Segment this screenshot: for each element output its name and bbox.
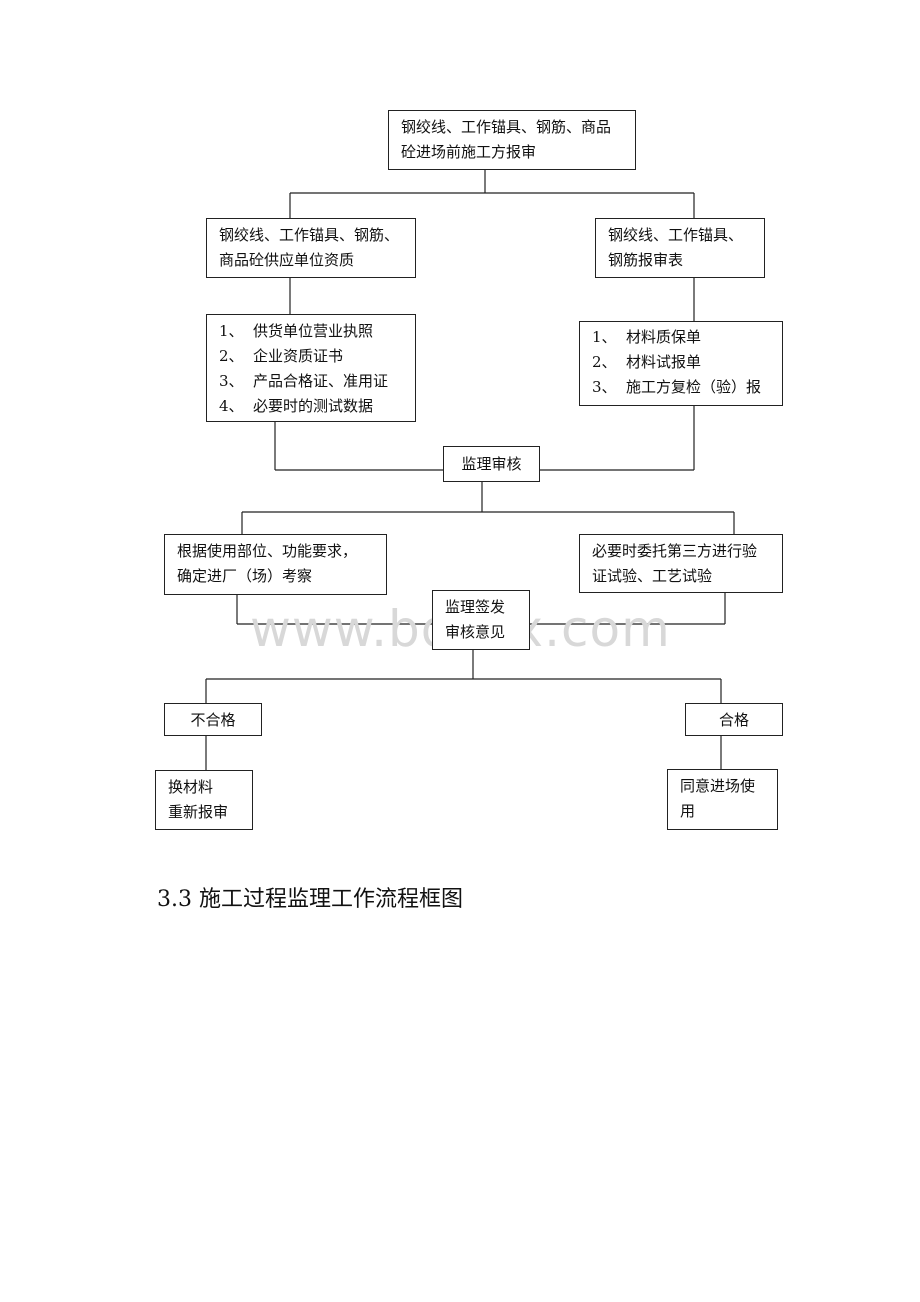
list-item: 1、供货单位营业执照 [219,319,415,344]
box-supervision-review: 监理审核 [443,446,540,482]
list-item: 3、施工方复检（验）报 [592,375,782,400]
box-material-documents-list: 1、材料质保单 2、材料试报单 3、施工方复检（验）报 [579,321,783,406]
box-line: 钢绞线、工作锚具、钢筋、 [219,226,400,244]
box-third-party-testing: 必要时委托第三方进行验 证试验、工艺试验 [579,534,783,593]
box-supplier-documents-list: 1、供货单位营业执照 2、企业资质证书 3、产品合格证、准用证 4、必要时的测试… [206,314,416,422]
box-line: 砼进场前施工方报审 [401,143,537,161]
list-item-text: 供货单位营业执照 [253,322,374,340]
box-contractor-submission: 钢绞线、工作锚具、钢筋、商品 砼进场前施工方报审 [388,110,636,170]
box-line: 监理签发 [445,598,506,616]
box-line: 用 [680,802,696,820]
box-line: 换材料 [168,778,214,796]
box-line: 同意进场使 [680,777,756,795]
list-item-number: 4、 [219,397,244,415]
box-line: 监理审核 [461,455,522,473]
box-line: 根据使用部位、功能要求， [177,542,358,560]
list-item-number: 2、 [219,347,244,365]
box-result-pass: 合格 [685,703,783,736]
box-supplier-qualification: 钢绞线、工作锚具、钢筋、 商品砼供应单位资质 [206,218,416,278]
box-site-inspection: 根据使用部位、功能要求， 确定进厂（场）考察 [164,534,387,595]
list-item-text: 产品合格证、准用证 [253,372,389,390]
box-issue-review-opinion: 监理签发 审核意见 [432,590,530,650]
box-line: 证试验、工艺试验 [592,567,713,585]
box-line: 不合格 [190,711,236,729]
list-item-number: 3、 [219,372,244,390]
box-line: 钢筋报审表 [608,251,684,269]
list-item: 1、材料质保单 [592,325,782,350]
list-item-number: 3、 [592,378,617,396]
list-item-text: 材料质保单 [626,328,702,346]
list-item: 3、产品合格证、准用证 [219,369,415,394]
list-item-text: 企业资质证书 [253,347,344,365]
list-item-text: 必要时的测试数据 [253,397,374,415]
box-line: 审核意见 [445,623,506,641]
list-item-text: 施工方复检（验）报 [626,378,762,396]
box-replace-and-resubmit: 换材料 重新报审 [155,770,253,830]
box-line: 确定进厂（场）考察 [177,567,313,585]
list-item-text: 材料试报单 [626,353,702,371]
list-item-number: 1、 [219,322,244,340]
box-line: 钢绞线、工作锚具、钢筋、商品 [401,118,612,136]
box-result-fail: 不合格 [164,703,262,736]
box-material-report-form: 钢绞线、工作锚具、 钢筋报审表 [595,218,765,278]
section-heading: 3.3 施工过程监理工作流程框图 [157,887,463,912]
list-item: 4、必要时的测试数据 [219,394,415,419]
box-line: 合格 [718,711,749,729]
list-item-number: 2、 [592,353,617,371]
list-item: 2、材料试报单 [592,350,782,375]
list-item-number: 1、 [592,328,617,346]
list-item: 2、企业资质证书 [219,344,415,369]
box-line: 必要时委托第三方进行验 [592,542,758,560]
box-approve-for-use: 同意进场使 用 [667,769,778,830]
box-line: 商品砼供应单位资质 [219,251,355,269]
box-line: 重新报审 [168,803,229,821]
box-line: 钢绞线、工作锚具、 [608,226,744,244]
